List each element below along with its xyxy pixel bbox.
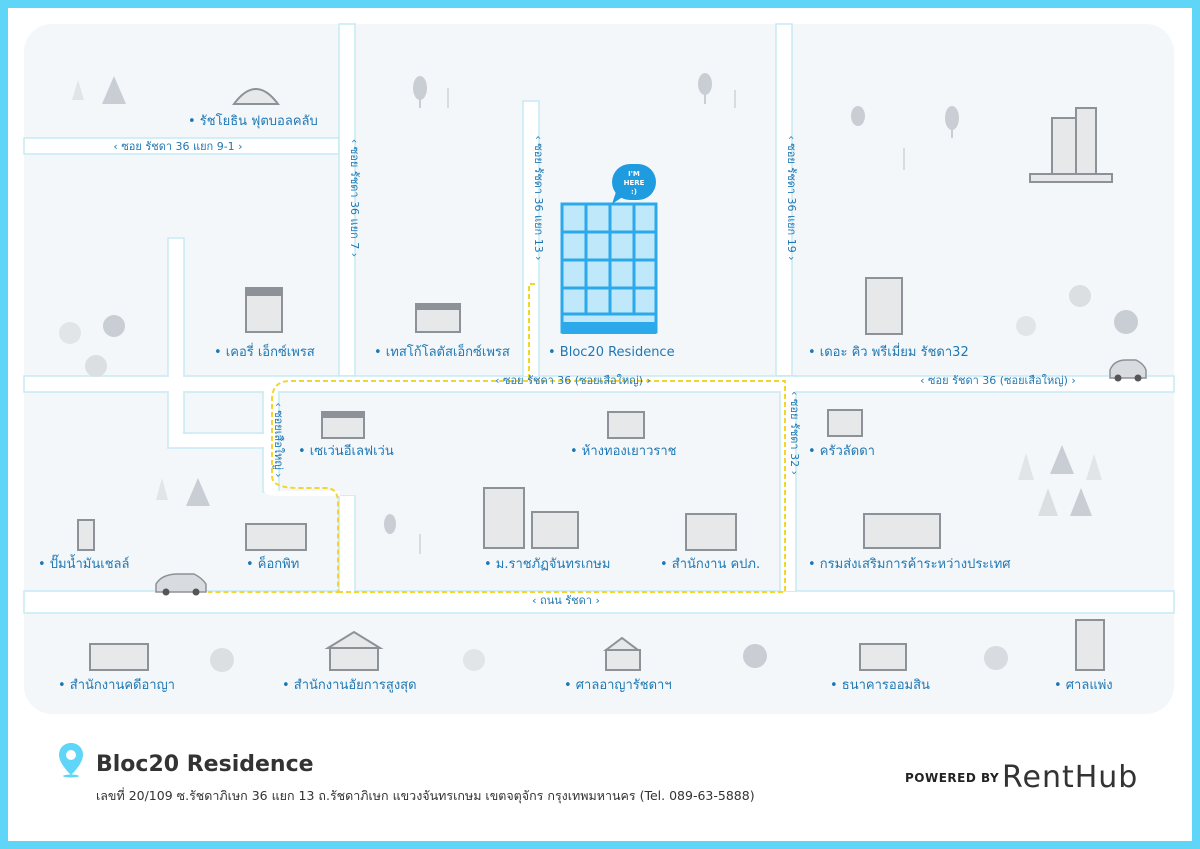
car-icon (1109, 359, 1147, 382)
tree-icon (384, 514, 396, 534)
stadium-icon (232, 88, 280, 105)
bush-icon (59, 322, 81, 344)
label-criminal-court: • ศาลอาญารัชดาฯ (564, 678, 672, 693)
bush-icon (210, 648, 234, 672)
gas-station-icon (77, 519, 95, 551)
landmark-labels: • รัชโยธิน ฟุตบอลคลับ • เคอรี่ เอ็กซ์เพร… (38, 113, 1113, 693)
label-seven-eleven: • เซเว่นอีเลฟเว่น (298, 443, 394, 459)
shop-icon (607, 411, 645, 439)
label-attorney-general: • สำนักงานอัยการสูงสุด (282, 678, 417, 693)
label-criminal-litigation-office: • สำนักงานคดีอาญา (58, 677, 175, 693)
bush-icon (85, 355, 107, 377)
condo-building-icon (865, 277, 903, 335)
powered-by-label: POWERED BY (905, 771, 1000, 785)
shophouse-icon (245, 523, 307, 551)
tree-icon (851, 106, 865, 126)
map-frame: ‹ ซอย รัชดา 36 แยก 9-1 › ‹ ซอย รัชดา 36 … (8, 8, 1192, 841)
store-icon (415, 303, 461, 333)
bare-tree-icon (734, 90, 736, 108)
house-icon (245, 287, 283, 333)
bank-icon (859, 643, 907, 671)
convenience-store-icon (321, 411, 365, 439)
label-shell: • ปั๊มน้ำมันเชลล์ (38, 554, 129, 572)
road-label-soi-suea-yai: ‹ ซอยเสือใหญ่ › (272, 402, 285, 477)
bubble-line-1: I'M (628, 170, 640, 178)
bush-icon (1069, 285, 1091, 307)
im-here-bubble: I'M HERE :) (612, 164, 656, 204)
office-icon (685, 513, 737, 551)
pine-tree-icon (102, 76, 126, 104)
road-label-soi-9-1: ‹ ซอย รัชดา 36 แยก 9-1 › (113, 140, 242, 153)
bare-tree-icon (903, 148, 905, 170)
road-label-soi-36-left: ‹ ซอย รัชดา 36 (ซอยเสือใหญ่) › (495, 374, 651, 387)
label-football-club: • รัชโยธิน ฟุตบอลคลับ (188, 113, 318, 129)
label-tesco: • เทสโก้โลตัสเอ็กซ์เพรส (374, 342, 510, 360)
bush-icon (1114, 310, 1138, 334)
tree-icon (698, 73, 712, 104)
bubble-line-2: HERE (624, 179, 645, 187)
pine-tree-icon (1038, 488, 1058, 516)
property-address: เลขที่ 20/109 ซ.รัชดาภิเษก 36 แยก 13 ถ.ร… (96, 788, 755, 803)
road-label-soi-32: ‹ ซอย รัชดา 32 › (788, 391, 801, 475)
pine-tree-icon (72, 80, 84, 100)
bush-icon (463, 649, 485, 671)
bush-icon (984, 646, 1008, 670)
label-cockpit: • ค็อกพิท (246, 554, 299, 572)
pine-tree-icon (1070, 488, 1092, 516)
university-icon (483, 487, 579, 549)
label-restaurant: • ครัวลัดดา (808, 444, 875, 459)
label-civil-court: • ศาลแพ่ง (1054, 678, 1113, 693)
pine-tree-icon (1018, 453, 1034, 480)
label-gsb-bank: • ธนาคารออมสิน (830, 678, 930, 693)
government-office-icon (863, 513, 941, 549)
classical-building-icon (324, 630, 384, 671)
restaurant-icon (827, 409, 863, 437)
pine-tree-icon (156, 478, 168, 500)
neighborhood-map: ‹ ซอย รัชดา 36 แยก 9-1 › ‹ ซอย รัชดา 36 … (23, 23, 1175, 714)
tree-icon (945, 106, 959, 138)
civil-court-icon (1075, 619, 1105, 671)
road-labels: ‹ ซอย รัชดา 36 แยก 9-1 › ‹ ซอย รัชดา 36 … (113, 135, 1075, 607)
landmark-icons (77, 88, 1113, 671)
tree-icon (413, 76, 427, 108)
label-oic-office: • สำนักงาน คปภ. (660, 557, 760, 572)
road-label-soi-13: ‹ ซอย รัชดา 36 แยก 13 › (532, 135, 545, 260)
road-label-soi-19: ‹ ซอย รัชดา 36 แยก 19 › (785, 135, 798, 260)
label-the-cue: • เดอะ คิว พรีเมี่ยม รัชดา32 (808, 343, 969, 360)
label-gold-shop: • ห้างทองเยาวราช (570, 444, 677, 459)
label-university: • ม.ราชภัฏจันทรเกษม (484, 557, 610, 572)
property-name: Bloc20 Residence (96, 752, 314, 777)
bush-icon (103, 315, 125, 337)
bare-tree-icon (447, 88, 449, 108)
bush-icon (1016, 316, 1036, 336)
road-label-soi-36-right: ‹ ซอย รัชดา 36 (ซอยเสือใหญ่) › (920, 374, 1076, 387)
tree-icons (59, 73, 1138, 672)
car-icons (155, 359, 1147, 596)
location-pin-icon (59, 743, 83, 778)
label-kerry: • เคอรี่ เอ็กซ์เพรส (214, 342, 315, 360)
road-label-soi-7: ‹ ซอย รัชดา 36 แยก 7 › (348, 139, 361, 257)
renthub-logo[interactable]: RentHub (1002, 760, 1139, 795)
pine-tree-icon (1086, 454, 1102, 480)
route-path (208, 283, 786, 593)
label-bloc20[interactable]: • Bloc20 Residence (548, 345, 675, 360)
pine-tree-icon (1050, 445, 1074, 474)
car-icon (155, 573, 207, 596)
bloc20-building[interactable] (560, 202, 658, 334)
bare-tree-icon (419, 534, 421, 554)
label-trade-dept: • กรมส่งเสริมการค้าระหว่างประเทศ (808, 557, 1011, 572)
office-tower-icon (1029, 107, 1113, 183)
bubble-line-3: :) (631, 188, 637, 196)
pine-tree-icon (186, 478, 210, 506)
thai-court-icon (603, 636, 641, 671)
bush-icon (743, 644, 767, 668)
court-building-icon (89, 643, 149, 671)
road-label-thanon-ratchada: ‹ ถนน รัชดา › (532, 594, 600, 607)
